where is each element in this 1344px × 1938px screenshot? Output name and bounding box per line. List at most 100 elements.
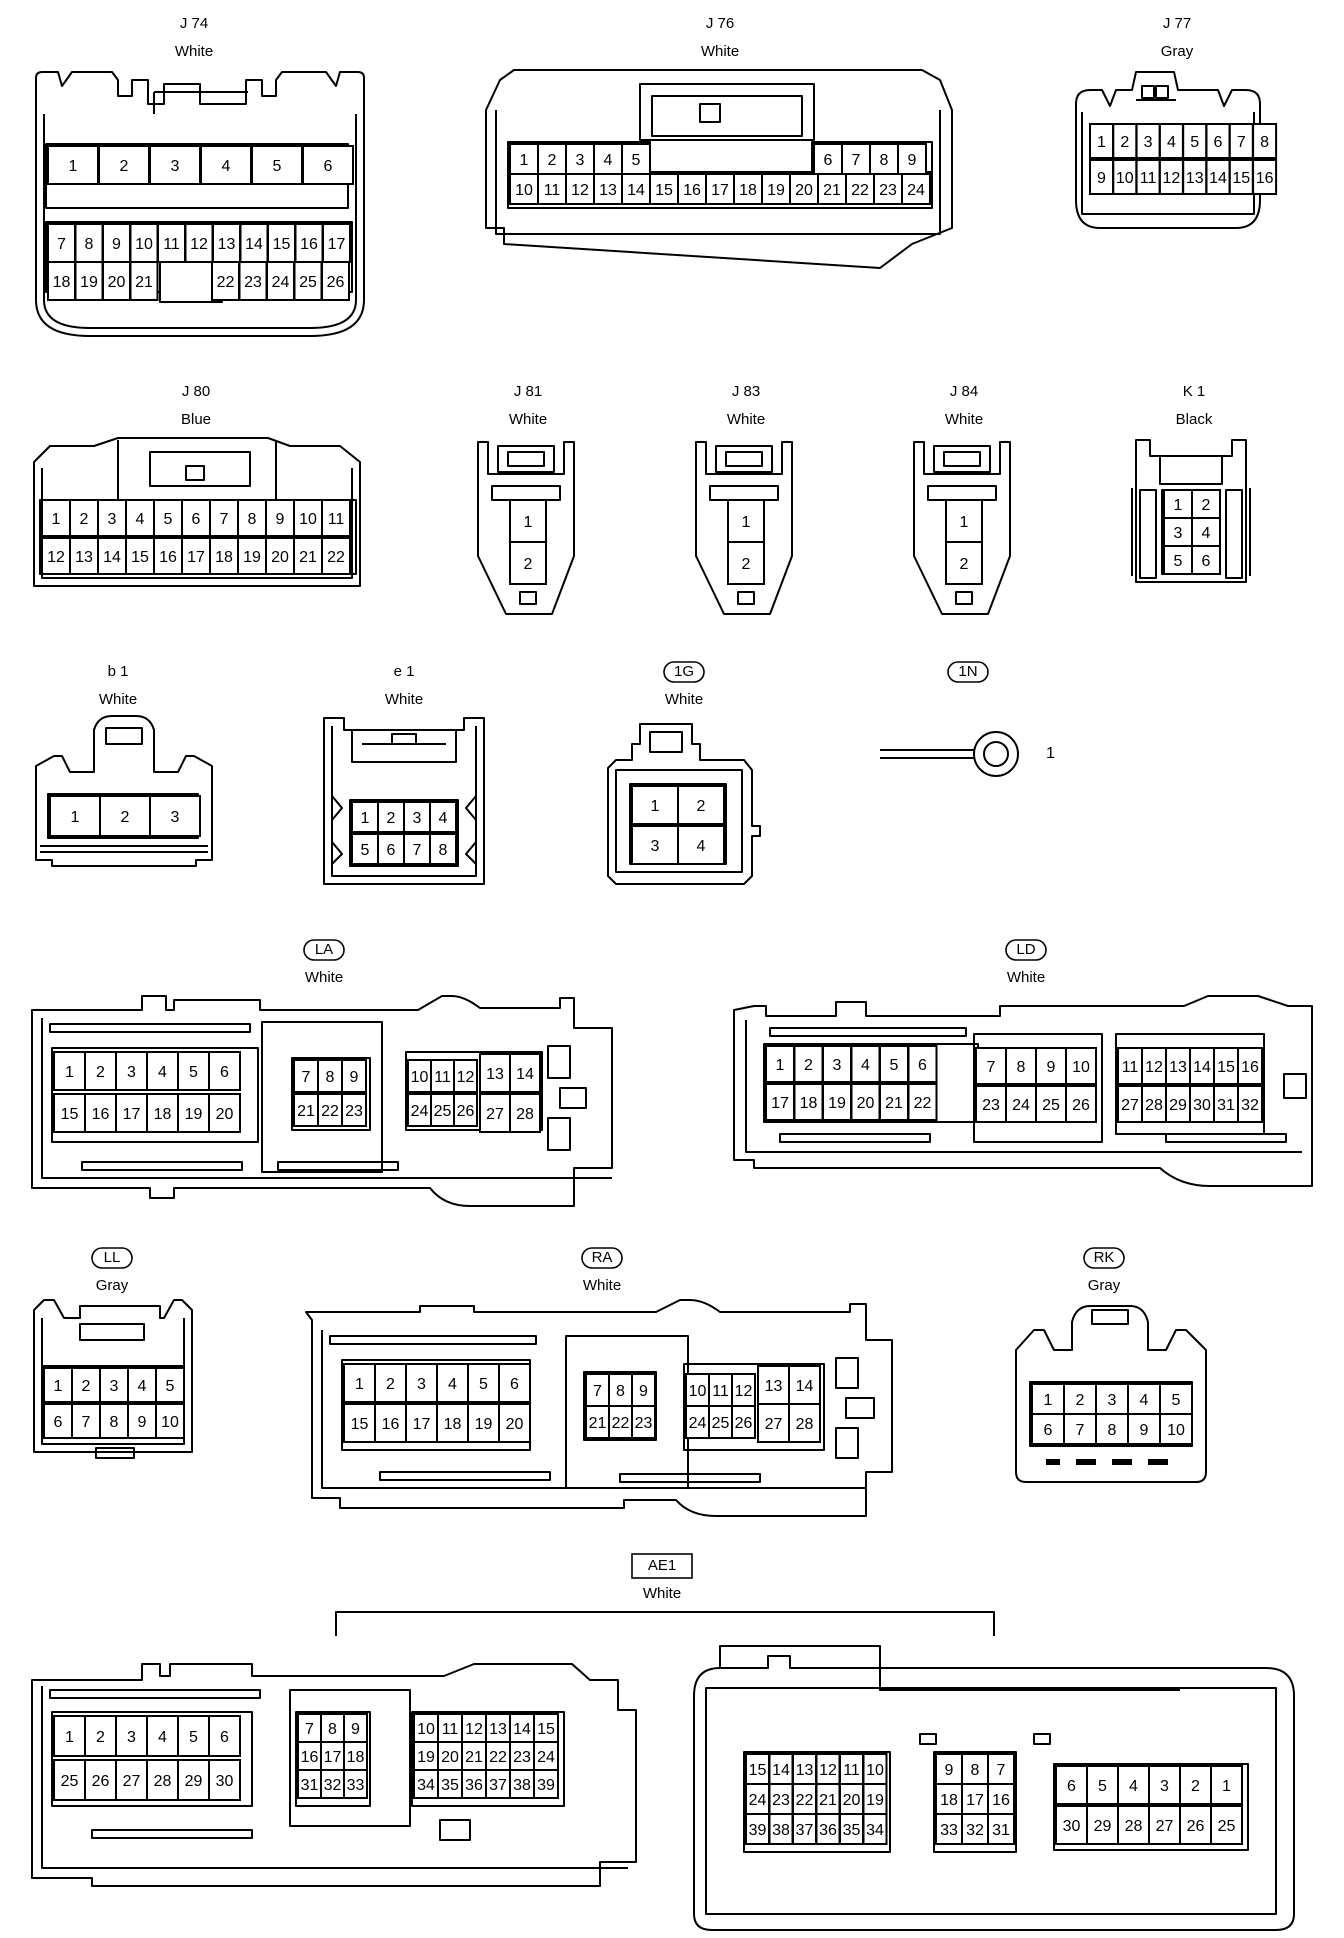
ld-pin-cell [1189,1085,1215,1123]
rk-color-label: Gray [1088,1277,1121,1294]
la-pin-number: 23 [345,1103,363,1120]
j74-pin-cell [47,145,99,185]
ld-pin-number: 25 [1042,1097,1060,1114]
rk-pin-number: 6 [1044,1422,1053,1439]
ld-pin-number: 11 [1122,1059,1139,1076]
j77-pin-number: 5 [1190,134,1199,151]
j76-pin-number: 20 [795,182,813,199]
la-pin-cell [146,1051,179,1091]
ra-pin-number: 18 [444,1416,462,1433]
ll-code-badge [91,1247,133,1269]
la-pin-cell [479,1053,511,1093]
j80-pin-number: 17 [187,549,205,566]
ae1-pin-number: 23 [513,1749,531,1766]
j80-pin-cell [97,537,127,575]
b1-pin-number: 1 [71,809,80,826]
ld-pin-cell [850,1083,881,1121]
ra-pin-cell [757,1365,790,1405]
ae1-pin-number: 3 [1160,1778,1169,1795]
ll-pin-cell [43,1367,73,1403]
j74-pin-cell [102,261,131,301]
la-pin-cell [341,1093,367,1127]
ae1-pin-number: 39 [537,1777,555,1794]
la-pin-number: 15 [61,1106,79,1123]
la-pin-cell [177,1093,210,1133]
ae1-pin-number: 9 [351,1721,360,1738]
j76-pin-number: 11 [544,182,561,199]
ae1-pin-number: 21 [819,1792,837,1809]
ae1-pin-number: 6 [220,1729,229,1746]
j80-pin-number: 14 [103,549,121,566]
j83-pin-number: 1 [742,514,751,531]
j77-code-label: J 77 [1163,15,1191,32]
ae1-pin-number: 29 [1094,1818,1112,1835]
e1-pin-number: 4 [439,810,448,827]
j74-pin-cell [238,261,268,301]
ae1-pin-cell [208,1759,241,1801]
ae1-pin-number: 36 [465,1777,483,1794]
ld-pin-cell [1165,1047,1191,1085]
la-pin-number: 8 [326,1069,335,1086]
ae1-pin-number: 12 [465,1721,483,1738]
ld-pin-number: 17 [771,1095,789,1112]
c1g-code-badge [663,661,705,683]
ae1-color-label: White [643,1585,681,1602]
e1-pin-cell [377,801,405,833]
j81-code-label: J 81 [514,383,542,400]
ae1-pin-cell [461,1741,487,1771]
ae1-pin-cell [177,1715,210,1757]
ld-pin-number: 7 [987,1059,996,1076]
ae1-pin-cell [987,1753,1015,1785]
j74-pin-number: 13 [218,236,236,253]
j80-pin-cell [41,499,71,537]
ae1-pin-number: 4 [1129,1778,1138,1795]
k1-pin-number: 6 [1202,553,1211,570]
ae1-pin-cell [1086,1765,1119,1805]
ae1-pin-cell [146,1759,179,1801]
la-pin-number: 5 [189,1064,198,1081]
ld-pin-number: 21 [885,1095,903,1112]
ae1-pin-cell [509,1769,535,1799]
j76-pin-number: 7 [852,152,861,169]
j76-pin-number: 1 [520,152,529,169]
ae1-pin-number: 10 [417,1721,435,1738]
la-pin-cell [341,1059,367,1093]
ae1-pin-number: 23 [772,1792,790,1809]
j84-pin-number: 2 [960,556,969,573]
ra-pin-number: 10 [689,1383,707,1400]
j74-pin-cell [321,261,350,301]
b1-code-label: b 1 [108,663,129,680]
e1-pin-number: 7 [413,842,422,859]
ae1-pin-cell [208,1715,241,1757]
j76-color-label: White [701,43,739,60]
ra-pin-number: 2 [386,1376,395,1393]
ae1-pin-cell [533,1769,559,1799]
ld-pin-cell [793,1083,824,1121]
ae1-pin-number: 19 [417,1749,435,1766]
ra-pin-number: 22 [612,1415,630,1432]
j80-pin-number: 22 [327,549,345,566]
connector-ra [305,1299,893,1517]
ra-pin-cell [498,1403,531,1443]
ae1-pin-number: 38 [772,1822,790,1839]
k1-pin-number: 2 [1202,497,1211,514]
ae1-pin-cell [862,1813,888,1845]
j76-pin-number: 17 [711,182,729,199]
k1-pin-number: 1 [1174,497,1183,514]
ra-pin-cell [788,1403,821,1443]
j77-pin-number: 10 [1116,170,1134,187]
j74-pin-number: 14 [245,236,263,253]
j74-pin-number: 17 [328,236,346,253]
e1-pin-cell [429,801,457,833]
ra-pin-number: 1 [355,1376,364,1393]
ld-pin-number: 23 [982,1097,1000,1114]
ra-pin-number: 12 [735,1383,753,1400]
c1g-pin-number: 4 [697,838,706,855]
ra-pin-cell [343,1403,376,1443]
rk-pin-number: 9 [1140,1422,1149,1439]
j77-pin-cell [1252,123,1278,159]
ld-pin-number: 20 [857,1095,875,1112]
j80-pin-number: 1 [52,511,61,528]
